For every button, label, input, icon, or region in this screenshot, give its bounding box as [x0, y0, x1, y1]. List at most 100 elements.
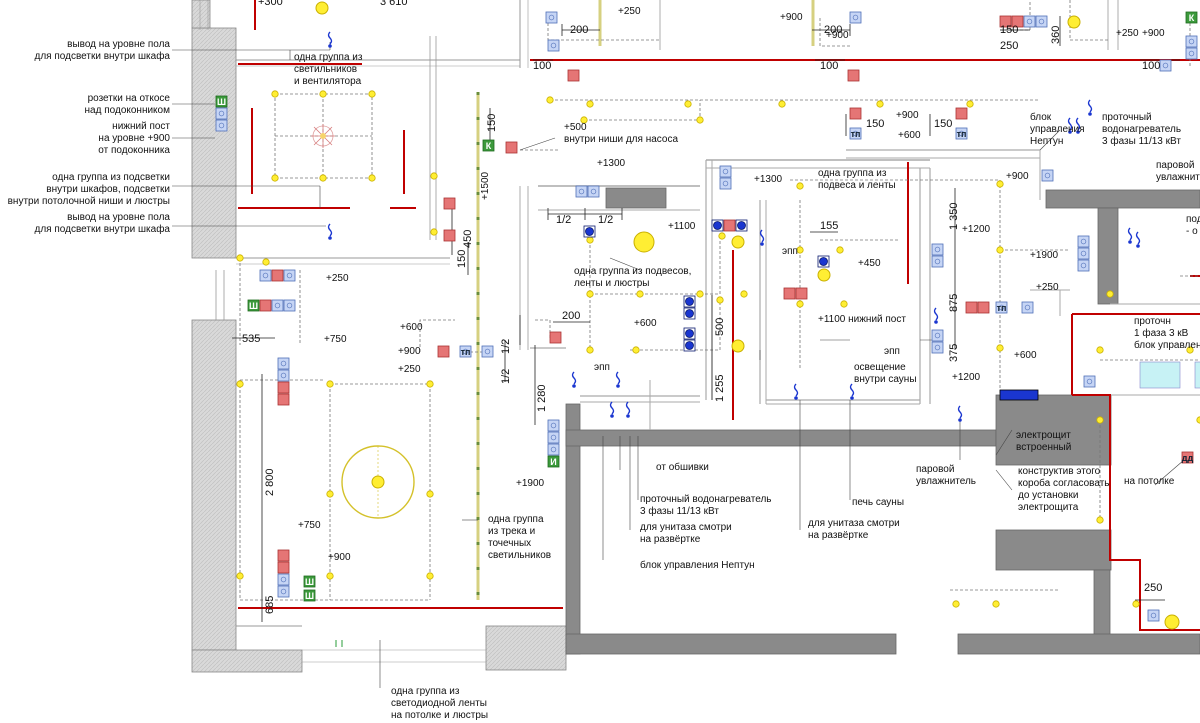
spot-light: [636, 290, 644, 298]
spot-light: [632, 346, 640, 354]
socket-blue: [719, 177, 732, 190]
yellow-lines: [476, 0, 815, 600]
socket-blue: [283, 269, 296, 282]
socket-blue: [277, 585, 290, 598]
note-epp-2: эпп: [594, 362, 610, 373]
spot-light: [952, 600, 960, 608]
height-mark: +250: [1036, 282, 1059, 293]
socket-blue: тп: [955, 127, 968, 140]
outlet-ring: [683, 307, 696, 320]
dimension-label: 685: [264, 595, 276, 614]
dimension-label: 450: [462, 229, 474, 248]
height-mark: +1100: [668, 221, 696, 232]
height-mark: +900: [826, 30, 849, 41]
spot-light: [368, 174, 376, 182]
dimension-label: 155: [820, 220, 839, 232]
note-group-suspension: одна группа из подвесов,ленты и люстры: [574, 266, 692, 289]
sensor-icon: [1127, 227, 1133, 244]
chandelier-icon: [311, 124, 335, 148]
height-mark: +1300: [754, 174, 783, 185]
socket-red: [443, 229, 456, 242]
spot-light: [326, 490, 334, 498]
device-tag: Ш: [249, 301, 258, 311]
spot-light: [836, 246, 844, 254]
big-light-3: [315, 1, 329, 15]
sensor-icon: [1087, 99, 1093, 116]
sensor-icon: [327, 31, 333, 48]
socket-blue: [1159, 59, 1172, 72]
height-mark: +250: [618, 6, 641, 17]
spot-light: [319, 174, 327, 182]
height-mark: +750: [298, 520, 321, 531]
outlet-ring: [735, 219, 748, 232]
socket-red: [505, 141, 518, 154]
socket-red: [277, 561, 290, 574]
socket-blue: [547, 431, 560, 444]
height-mark: +1500: [480, 171, 491, 200]
note-right-partial: под- о: [1186, 214, 1200, 237]
spot-light: [796, 300, 804, 308]
sensor-icon: [1067, 117, 1073, 134]
spot-light: [996, 180, 1004, 188]
height-mark: +600: [634, 318, 657, 329]
height-mark: +900: [1006, 171, 1029, 182]
spot-light: [319, 90, 327, 98]
dimension-label: 1 255: [714, 374, 726, 402]
tag-green: Ш: [215, 95, 228, 108]
spot-light: [966, 100, 974, 108]
socket-blue: [277, 573, 290, 586]
note-lower-post-1100: +1100 нижний пост: [818, 314, 906, 325]
socket-blue: [277, 357, 290, 370]
dimension-label: 150: [1000, 24, 1019, 36]
tag-green: К: [482, 139, 495, 152]
spot-light: [426, 572, 434, 580]
spot-light: [236, 572, 244, 580]
spot-light: [1196, 416, 1200, 424]
socket-red: [795, 287, 808, 300]
green-arrows-icon: [335, 640, 343, 647]
big-light-7: [817, 268, 831, 282]
spot-light: [586, 290, 594, 298]
spot-light: [996, 246, 1004, 254]
big-light-6: [731, 339, 745, 353]
spot-light: [1132, 600, 1140, 608]
socket-blue: [547, 443, 560, 456]
dimension-label: 150: [866, 118, 885, 130]
socket-blue: [481, 345, 494, 358]
socket-blue: [1035, 15, 1048, 28]
sensor-icon: [615, 371, 621, 388]
socket-blue: [1077, 247, 1090, 260]
spot-light: [1096, 516, 1104, 524]
device-tag: дд: [1182, 453, 1194, 463]
socket-blue: тп: [849, 127, 862, 140]
spot-light: [778, 100, 786, 108]
dimension-label: 1/2: [598, 214, 614, 226]
dimension-label: 500: [714, 317, 726, 336]
height-mark: +900: [398, 346, 421, 357]
dimension-label: 1/2: [500, 338, 512, 354]
socket-blue: [1021, 301, 1034, 314]
red-cable-lines: [238, 0, 1200, 631]
spot-light: [1106, 290, 1114, 298]
socket-blue: [1083, 375, 1096, 388]
dimension-label: 100: [820, 60, 839, 72]
socket-blue: [931, 341, 944, 354]
dimension-label: 200: [570, 24, 589, 36]
socket-blue: [547, 39, 560, 52]
device-tag: тп: [957, 129, 967, 139]
socket-red: [259, 299, 272, 312]
partial-top-2: 3 610: [380, 0, 408, 8]
height-mark: +1200: [962, 224, 991, 235]
sensor-icon: [933, 307, 939, 324]
spot-light: [368, 90, 376, 98]
